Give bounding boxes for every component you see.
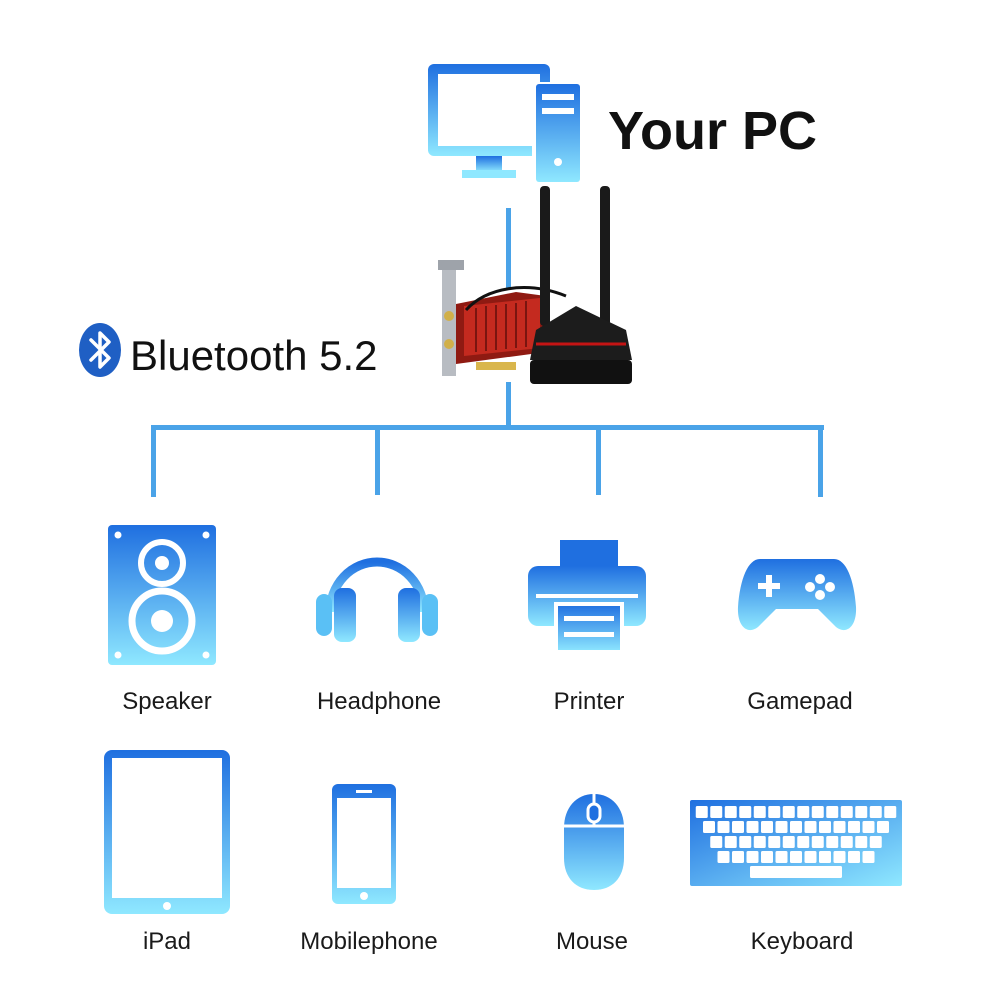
keyboard-key — [783, 806, 795, 818]
keyboard-key — [870, 836, 882, 848]
keyboard-key — [790, 821, 802, 833]
keyboard-key — [848, 821, 860, 833]
device-label-mouse: Mouse — [482, 928, 702, 956]
keyboard-key — [812, 806, 824, 818]
keyboard-key — [732, 851, 744, 863]
keyboard-key — [761, 851, 773, 863]
keyboard-key — [884, 806, 896, 818]
keyboard-key — [783, 836, 795, 848]
keyboard-key — [863, 851, 875, 863]
keyboard-key — [732, 821, 744, 833]
tablet-icon — [104, 750, 230, 914]
keyboard-key — [819, 821, 831, 833]
keyboard-key — [841, 806, 853, 818]
keyboard-key — [718, 851, 730, 863]
keyboard-key — [855, 836, 867, 848]
keyboard-key — [848, 851, 860, 863]
keyboard-key — [826, 806, 838, 818]
adapter-card-image — [436, 184, 636, 394]
keyboard-spacebar — [750, 866, 842, 878]
keyboard-key — [703, 821, 715, 833]
keyboard-key — [819, 851, 831, 863]
device-label-keyboard: Keyboard — [692, 928, 912, 956]
keyboard-key — [812, 836, 824, 848]
connector-printer — [596, 425, 601, 495]
bluetooth-label: Bluetooth 5.2 — [130, 332, 378, 380]
keyboard-icon — [690, 800, 902, 886]
connector-gamepad — [818, 425, 823, 497]
keyboard-key — [805, 851, 817, 863]
keyboard-key — [834, 851, 846, 863]
keyboard-key — [710, 836, 722, 848]
device-label-mobilephone: Mobilephone — [259, 928, 479, 956]
headphone-icon — [316, 550, 438, 642]
keyboard-key — [841, 836, 853, 848]
mouse-icon — [564, 792, 624, 892]
keyboard-key — [870, 806, 882, 818]
keyboard-key — [696, 806, 708, 818]
device-label-speaker: Speaker — [57, 688, 277, 716]
device-label-headphone: Headphone — [269, 688, 489, 716]
keyboard-key — [761, 821, 773, 833]
keyboard-key — [797, 836, 809, 848]
keyboard-key — [739, 836, 751, 848]
device-label-ipad: iPad — [57, 928, 277, 956]
connector-bus — [151, 425, 824, 430]
keyboard-key — [754, 836, 766, 848]
pc-icon — [428, 62, 584, 184]
connector-headphone — [375, 425, 380, 495]
bluetooth-icon — [78, 322, 122, 378]
keyboard-key — [768, 806, 780, 818]
keyboard-key — [805, 821, 817, 833]
keyboard-key — [747, 851, 759, 863]
phone-icon — [332, 784, 396, 904]
connector-adapter — [506, 382, 511, 428]
keyboard-key — [754, 806, 766, 818]
keyboard-key — [776, 821, 788, 833]
device-label-printer: Printer — [479, 688, 699, 716]
printer-icon — [528, 540, 646, 652]
keyboard-key — [797, 806, 809, 818]
keyboard-key — [725, 806, 737, 818]
keyboard-key — [747, 821, 759, 833]
connector-speaker — [151, 425, 156, 497]
keyboard-key — [718, 821, 730, 833]
keyboard-key — [877, 821, 889, 833]
keyboard-key — [790, 851, 802, 863]
keyboard-key — [863, 821, 875, 833]
keyboard-key — [725, 836, 737, 848]
page-title: Your PC — [608, 100, 817, 162]
keyboard-key — [768, 836, 780, 848]
gamepad-icon — [738, 555, 856, 635]
keyboard-key — [710, 806, 722, 818]
device-label-gamepad: Gamepad — [690, 688, 910, 716]
keyboard-key — [826, 836, 838, 848]
keyboard-key — [834, 821, 846, 833]
keyboard-key — [855, 806, 867, 818]
speaker-icon — [108, 525, 216, 665]
keyboard-key — [776, 851, 788, 863]
keyboard-key — [739, 806, 751, 818]
